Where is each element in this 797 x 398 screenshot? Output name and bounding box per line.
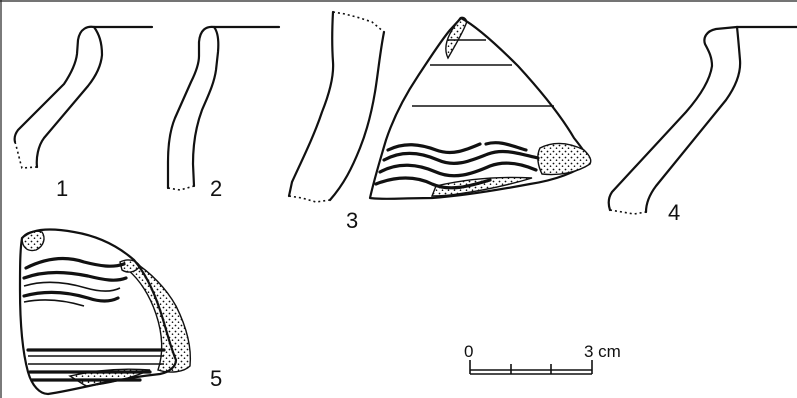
- sherd-5-fragment: [18, 228, 192, 396]
- sherd-1-profile: [13, 25, 154, 169]
- sherd-4-profile: [607, 25, 797, 215]
- label-4: 4: [668, 200, 680, 225]
- sherd-2-profile: [166, 25, 281, 191]
- label-2: 2: [210, 176, 222, 201]
- scale-start-label: 0: [464, 342, 473, 361]
- label-1: 1: [56, 176, 68, 201]
- label-3: 3: [346, 208, 358, 233]
- label-5: 5: [210, 366, 222, 391]
- scale-bar: 0 3 cm: [464, 342, 621, 375]
- sherd-3-profile: [287, 10, 386, 203]
- scale-end-label: 3 cm: [584, 342, 621, 361]
- sherd-3-decorated-fragment: [368, 16, 592, 200]
